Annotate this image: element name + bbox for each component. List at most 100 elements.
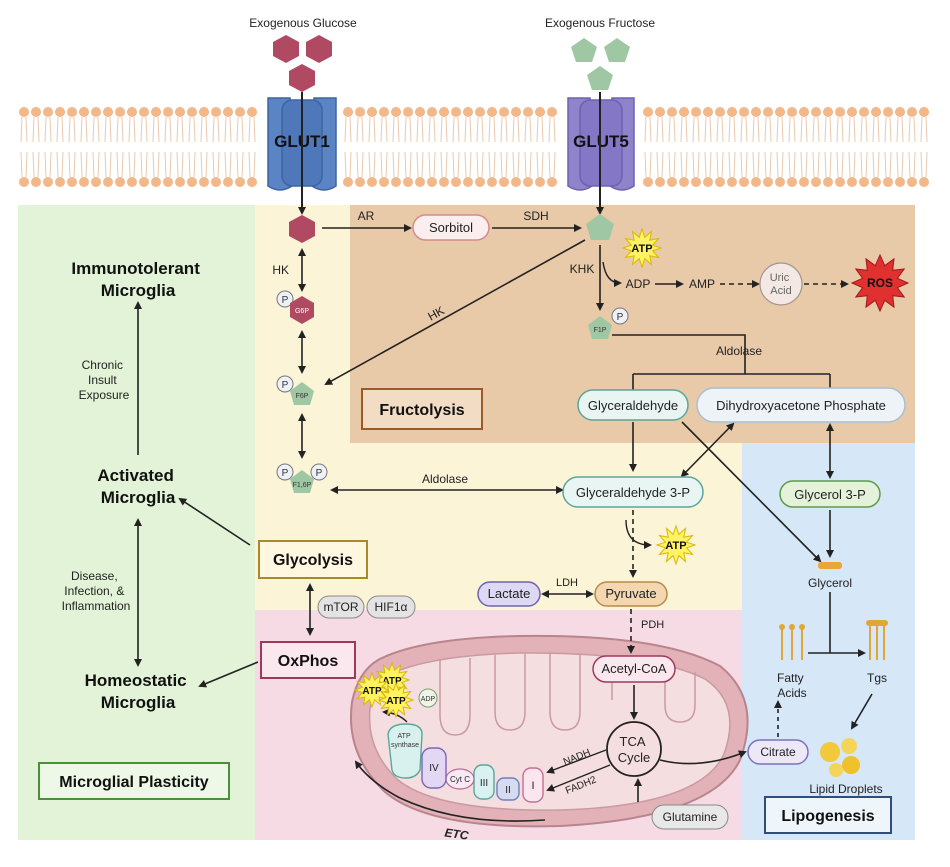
complex-i-label: I <box>531 780 534 792</box>
mtor-pill <box>317 595 365 619</box>
g6p-hexagon <box>290 296 314 324</box>
acetyl-coa-label: Acetyl-CoA <box>601 661 666 676</box>
lipid-droplets-label: Lipid Droplets <box>809 782 882 796</box>
atp-label-ox-2: ATP <box>362 686 382 697</box>
tca-cycle-label: TCA Cycle <box>618 734 651 765</box>
plasticity-panel <box>18 205 255 840</box>
f16p-pentagon <box>290 470 314 493</box>
g6p-phosphate <box>276 290 294 308</box>
f6p-pentagon <box>290 382 314 405</box>
adp-circle <box>418 688 438 708</box>
glucose-intracellular <box>289 215 315 243</box>
glycerol3p-pill <box>779 480 881 508</box>
tgs-label: Tgs <box>867 671 887 685</box>
ar-label: AR <box>358 209 375 223</box>
fructose-pentagon-3 <box>587 66 613 90</box>
glucose-hexagon-3 <box>289 64 315 92</box>
f1p-pentagon <box>588 316 612 339</box>
oxphos-to-homeostatic-arrow <box>198 661 259 688</box>
hk-label: HK <box>272 263 289 277</box>
hif1a-label: HIF1α <box>375 600 408 614</box>
atp-synthase <box>387 723 423 779</box>
khk-label: KHK <box>570 262 595 276</box>
atp-starburst-khk <box>621 227 663 269</box>
atp-label-khk: ATP <box>631 243 652 255</box>
microglial-plasticity-title: Microglial Plasticity <box>59 774 208 791</box>
g6p-label: G6P <box>295 308 309 315</box>
atp-label-ox-1: ATP <box>382 676 402 687</box>
glyceraldehyde-pill <box>577 389 689 421</box>
acetyl-coa-pill <box>592 655 676 683</box>
fructose-pentagon-2 <box>604 38 630 62</box>
fadh2-arrow <box>546 764 611 792</box>
lipogenesis-title: Lipogenesis <box>781 808 874 825</box>
atp-starburst-ox-2 <box>353 671 391 709</box>
tca-citrate-arrow <box>659 750 747 765</box>
uric-acid-label: Uric Acid <box>770 272 793 297</box>
atp-label-glycolysis: ATP <box>665 540 686 552</box>
pyruvate-label: Pyruvate <box>605 586 656 601</box>
atp-label-ox-3: ATP <box>386 696 406 707</box>
f1p-phosphate-label: P <box>617 312 624 323</box>
f16p-label: F1,6P <box>293 482 312 489</box>
ros-starburst <box>850 253 910 313</box>
complex-ii-label: II <box>505 785 511 796</box>
g3p-pill <box>562 476 704 508</box>
pyruvate-pill <box>594 581 668 607</box>
glutamine-pill <box>651 804 729 830</box>
chronic-insult-label: Chronic Insult Exposure <box>79 358 130 402</box>
f6p-label: F6P <box>296 393 309 400</box>
f16p-phosphate-right-label: P <box>316 468 323 479</box>
complex-i <box>522 767 544 803</box>
adp-circle-label: ADP <box>421 696 436 703</box>
khk-atp-curve <box>602 261 622 287</box>
microglial-plasticity-box <box>38 762 230 800</box>
aldolase-label-fructolysis: Aldolase <box>716 344 762 358</box>
atp-synthase-label: ATP synthase <box>391 733 419 749</box>
fructose-pentagon-1 <box>571 38 597 62</box>
lactate-label: Lactate <box>488 586 531 601</box>
disease-infection-label: Disease, Infection, & Inflammation <box>62 569 131 613</box>
glucose-hexagon-2 <box>306 35 332 63</box>
dhap-g3p-arrow <box>680 422 735 478</box>
adp-label: ADP <box>626 277 651 291</box>
sorbitol-pill <box>412 214 490 241</box>
glucose-hexagon-1 <box>273 35 299 63</box>
f16p-phosphate-left <box>276 463 294 481</box>
lipogenesis-panel <box>742 443 915 840</box>
glycerol-label: Glycerol <box>808 576 852 590</box>
dhap-label: Dihydroxyacetone Phosphate <box>716 398 886 413</box>
ros-label: ROS <box>867 276 893 290</box>
homeostatic-microglia-label: Homeostatic Microglia <box>85 671 192 712</box>
mitochondrion-cristae <box>439 654 696 736</box>
glycerol3p-label: Glycerol 3-P <box>794 487 866 502</box>
complex-ii <box>496 777 520 801</box>
glycerol-bar <box>818 562 842 569</box>
g6p-phosphate-label: P <box>282 295 289 306</box>
etc-label: ETC <box>444 825 470 842</box>
fatty-acids-icon <box>779 624 805 660</box>
aldolase-split-line <box>612 334 746 374</box>
lipid-droplets-icon <box>820 738 860 777</box>
fructose-intracellular <box>586 214 614 240</box>
f1p-phosphate <box>611 307 629 325</box>
oxphos-title: OxPhos <box>278 653 339 670</box>
atp-starburst-glycolysis <box>655 524 697 566</box>
complex-iii-label: III <box>480 778 488 789</box>
mtor-label: mTOR <box>323 600 358 614</box>
f6p-phosphate <box>276 375 294 393</box>
citrate-pill <box>747 739 809 765</box>
atp-starburst-ox-3 <box>377 681 415 719</box>
sorbitol-label: Sorbitol <box>429 220 473 235</box>
fructolysis-box <box>361 388 483 430</box>
lipogenesis-box <box>764 796 892 834</box>
sdh-label: SDH <box>523 209 548 223</box>
g3p-atp-curve <box>625 519 652 549</box>
f16p-phosphate-left-label: P <box>282 468 289 479</box>
dhap-pill <box>696 387 906 423</box>
g3p-label: Glyceraldehyde 3-P <box>576 485 690 500</box>
aldolase-label-glycolysis: Aldolase <box>422 472 468 486</box>
tgs-icon <box>866 620 888 660</box>
etc-arrow <box>354 760 546 822</box>
